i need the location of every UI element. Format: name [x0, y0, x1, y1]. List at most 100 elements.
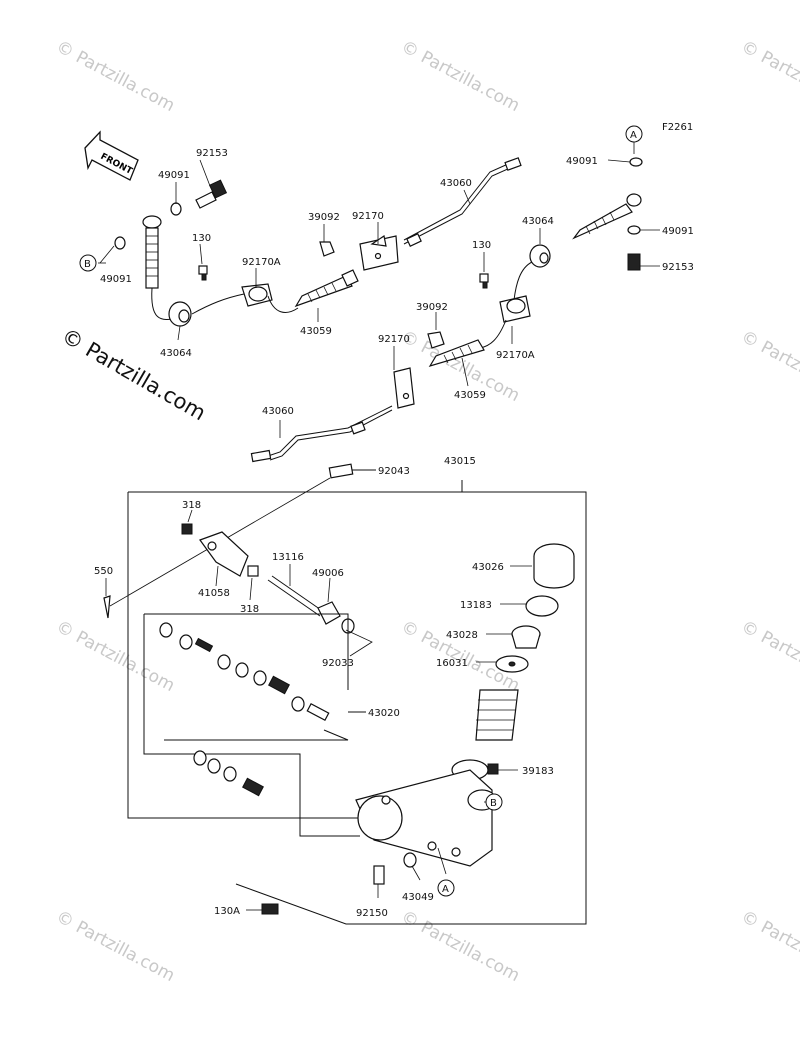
clevis — [199, 531, 249, 577]
spring — [268, 675, 290, 695]
figure-code: F2261 — [662, 122, 693, 133]
part-number: 49091 — [662, 226, 694, 237]
part-number: 49091 — [100, 274, 132, 285]
part-number: 43026 — [472, 562, 504, 573]
banjo-bolt — [195, 191, 217, 209]
part-number: 92153 — [196, 148, 228, 159]
part-number: 92170 — [378, 334, 410, 345]
part-number: 130 — [472, 240, 491, 251]
part-number: 41058 — [198, 588, 230, 599]
svg-text:B: B — [84, 259, 91, 270]
watermark: © Partzilla.com — [53, 907, 178, 986]
master-cylinder-assembly — [103, 463, 587, 925]
top-bracket-pipe — [319, 157, 522, 271]
part-number: 13183 — [460, 600, 492, 611]
banjo-fitting — [142, 215, 162, 229]
cylinder-body — [355, 769, 497, 867]
assembly-frame — [128, 491, 587, 925]
washer — [114, 236, 126, 250]
front-arrow-icon: FRONT — [84, 130, 139, 181]
banjo-fitting — [626, 193, 642, 207]
part-number: 43060 — [440, 178, 472, 189]
bolt — [261, 903, 279, 915]
middle-bracket-pipe — [250, 331, 485, 463]
part-number: 43015 — [444, 456, 476, 467]
watermark: © Partzilla.com — [738, 617, 800, 696]
part-number: 43059 — [454, 390, 486, 401]
watermark-prominent: © Partzilla.com — [58, 324, 210, 426]
svg-text:A: A — [442, 884, 449, 895]
part-number: 130 — [192, 233, 211, 244]
part-number: 92033 — [322, 658, 354, 669]
boot — [317, 601, 341, 625]
cotter-pin — [103, 595, 111, 619]
right-cable-assembly — [479, 157, 643, 349]
part-number: 49006 — [312, 568, 344, 579]
part-number: 39183 — [522, 766, 554, 777]
push-rod — [267, 579, 321, 617]
washer — [403, 852, 417, 868]
pipe-fitting — [504, 157, 522, 171]
part-labels: 92153 49091 49091 130 43064 92170A 39092… — [94, 148, 694, 919]
watermark: © Partzilla.com — [738, 907, 800, 986]
cable-adjuster — [294, 275, 353, 308]
part-number: 43059 — [300, 326, 332, 337]
part-number: 43049 — [402, 892, 434, 903]
part-number: 49091 — [158, 170, 190, 181]
part-number: 550 — [94, 566, 113, 577]
diaphragm-plate — [525, 595, 559, 617]
part-number: 92170A — [496, 350, 535, 361]
nut — [181, 523, 193, 535]
part-number: 43028 — [446, 630, 478, 641]
watermark: © Partzilla.com — [398, 907, 523, 986]
reservoir-parts — [451, 543, 575, 781]
spring — [242, 777, 264, 797]
watermark: © Partzilla.com — [53, 37, 178, 116]
washer — [629, 157, 643, 167]
part-number: 39092 — [416, 302, 448, 313]
banjo-bolt — [627, 253, 641, 271]
clevis-pin — [328, 463, 354, 479]
clip — [319, 241, 335, 257]
part-number: 49091 — [566, 156, 598, 167]
part-number: 318 — [240, 604, 259, 615]
leader-lines — [98, 142, 660, 911]
piston-kit-parts — [159, 622, 330, 797]
svg-text:B: B — [490, 798, 497, 809]
part-number: 43020 — [368, 708, 400, 719]
clip — [427, 331, 445, 349]
part-number: 318 — [182, 500, 201, 511]
part-number: 16031 — [436, 658, 468, 669]
callout-a-top: A — [625, 125, 643, 143]
part-number: 39092 — [308, 212, 340, 223]
watermark: © Partzilla.com — [53, 617, 178, 696]
part-number: 43064 — [160, 348, 192, 359]
part-number: 92170A — [242, 257, 281, 268]
part-number: 43060 — [262, 406, 294, 417]
nut — [247, 565, 259, 577]
watermark: © Partzilla.com — [738, 327, 800, 406]
left-cable-assembly — [114, 179, 359, 327]
master-cylinder — [355, 769, 493, 867]
hose-end-fitting — [572, 203, 633, 240]
part-number: 92170 — [352, 211, 384, 222]
part-number: 92153 — [662, 262, 694, 273]
washer — [627, 225, 641, 235]
svg-text:A: A — [630, 130, 637, 141]
bolt — [479, 273, 489, 283]
part-number: 43064 — [522, 216, 554, 227]
callout-b-left: B — [79, 254, 97, 272]
reservoir-body — [475, 689, 519, 741]
watermark: © Partzilla.com — [398, 617, 523, 696]
bolt — [373, 865, 385, 885]
cable-adjuster — [428, 339, 485, 368]
pipe-fitting — [250, 449, 272, 463]
watermark: © Partzilla.com — [398, 37, 523, 116]
part-number: 92150 — [356, 908, 388, 919]
bolt — [198, 265, 208, 275]
part-number: 92043 — [378, 466, 410, 477]
callout-b-cylinder: B — [485, 793, 503, 811]
washer — [170, 202, 182, 216]
